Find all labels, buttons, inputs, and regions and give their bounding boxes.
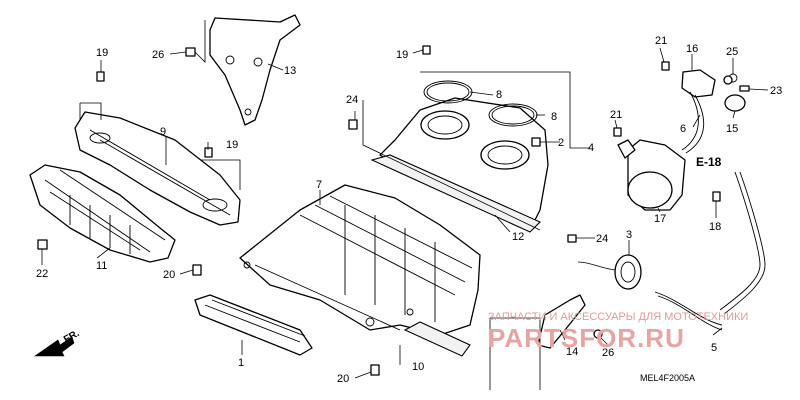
callout-21: 21 <box>610 109 622 121</box>
forward-label: FR. <box>62 328 82 346</box>
part-13-bracket <box>209 14 301 126</box>
callout-10: 10 <box>412 361 424 373</box>
callout-24: 24 <box>596 233 608 245</box>
callout-19: 19 <box>96 47 108 59</box>
callouts: 19 9 19 26 13 19 24 7 8 8 2 4 12 24 3 21… <box>36 35 782 385</box>
callout-17: 17 <box>654 213 666 225</box>
callout-23: 23 <box>770 85 782 97</box>
callout-4: 4 <box>588 142 594 154</box>
callout-15: 15 <box>726 123 738 135</box>
part-7-intake-manifold <box>239 184 481 336</box>
part-10-strip <box>403 321 471 357</box>
callout-16: 16 <box>686 43 698 55</box>
part-9-cover <box>74 111 241 226</box>
callout-9: 9 <box>160 126 166 138</box>
watermark-tagline: ЗАПЧАСТИ И АКСЕССУАРЫ ДЛЯ МОТОТЕХНИКИ <box>488 311 748 323</box>
callout-13: 13 <box>284 65 296 77</box>
callout-19: 19 <box>396 49 408 61</box>
callout-25: 25 <box>726 46 738 58</box>
callout-12: 12 <box>512 231 524 243</box>
part-17-canister <box>617 139 686 211</box>
callout-2: 2 <box>558 137 564 149</box>
callout-22: 22 <box>36 268 48 280</box>
callout-8: 8 <box>551 111 557 123</box>
leader-lines <box>41 20 769 390</box>
callout-1: 1 <box>238 357 244 369</box>
callout-6: 6 <box>680 123 686 135</box>
fasteners <box>37 45 750 376</box>
callout-26: 26 <box>152 49 164 61</box>
callout-11: 11 <box>96 260 107 272</box>
part-1-screen <box>194 294 313 356</box>
part-3-valve <box>577 254 642 290</box>
callout-20: 20 <box>337 373 349 385</box>
callout-7: 7 <box>316 179 322 191</box>
forward-arrow: FR. <box>34 328 82 357</box>
diagram-code: MEL4F2005A <box>640 373 695 383</box>
callout-24: 24 <box>346 94 358 106</box>
callout-3: 3 <box>626 229 632 241</box>
reference-e18: E-18 <box>696 155 722 169</box>
callout-26: 26 <box>602 347 614 359</box>
part-11-side-duct <box>29 164 176 263</box>
callout-20: 20 <box>163 269 175 281</box>
watermark: ЗАПЧАСТИ И АКСЕССУАРЫ ДЛЯ МОТОТЕХНИКИ PA… <box>488 311 748 353</box>
callout-14: 14 <box>566 346 578 358</box>
part-12-throttle-base <box>370 97 549 233</box>
callout-5: 5 <box>711 342 717 354</box>
watermark-brand: PARTSFOR.RU <box>488 323 685 353</box>
callout-8: 8 <box>496 89 502 101</box>
hoses <box>654 91 766 331</box>
callout-21: 21 <box>655 35 667 47</box>
part-15-16-sensor <box>681 69 746 112</box>
callout-19: 19 <box>226 139 238 151</box>
callout-18: 18 <box>709 221 721 233</box>
